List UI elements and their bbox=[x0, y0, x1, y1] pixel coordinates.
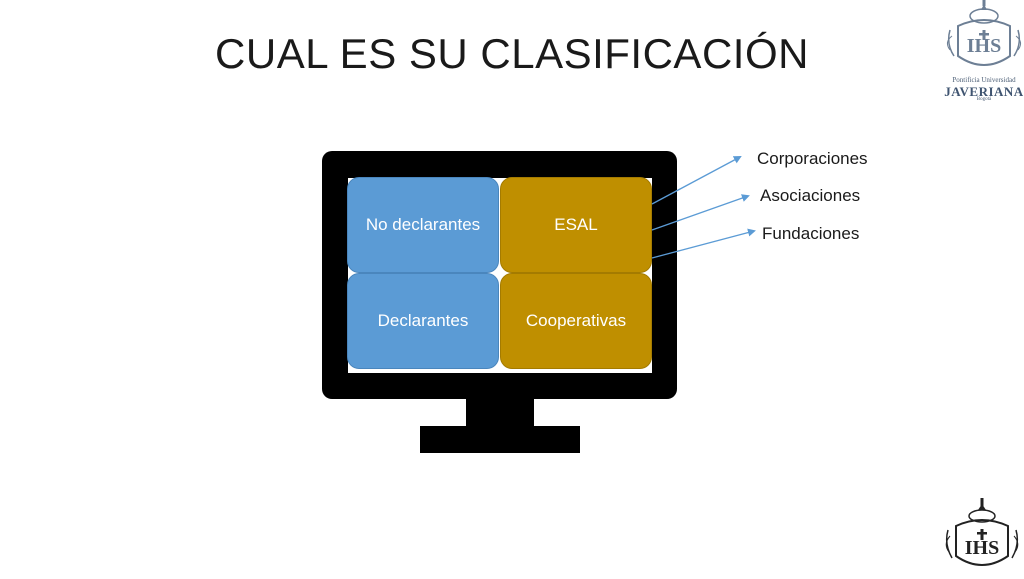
logo-line-2: JAVERIANA bbox=[944, 84, 1024, 99]
arrow-to-corporaciones bbox=[651, 156, 742, 205]
svg-text:IHS: IHS bbox=[967, 35, 1001, 57]
javeriana-logo: IHS Pontificia Universidad JAVERIANA Bog… bbox=[944, 0, 1024, 104]
tile-cooperativas: Cooperativas bbox=[500, 273, 652, 369]
crest-icon: IHS bbox=[946, 0, 1022, 66]
slide-title: CUAL ES SU CLASIFICACIÓN bbox=[215, 30, 809, 77]
tile-no-declarantes: No declarantes bbox=[347, 177, 499, 273]
svg-text:IHS: IHS bbox=[965, 537, 999, 559]
tile-declarantes: Declarantes bbox=[347, 273, 499, 369]
tile-no-declarantes-label: No declarantes bbox=[365, 215, 481, 234]
tile-declarantes-label: Declarantes bbox=[377, 311, 469, 330]
crest-icon: IHS bbox=[945, 498, 1019, 566]
arrow-to-asociaciones bbox=[651, 194, 750, 231]
logo-line-1: Pontificia Universidad bbox=[952, 76, 1016, 84]
tile-esal: ESAL bbox=[500, 177, 652, 273]
monitor-base bbox=[420, 426, 580, 453]
label-corporaciones: Corporaciones bbox=[757, 149, 868, 168]
monitor-neck bbox=[466, 398, 534, 428]
arrow-to-fundaciones bbox=[651, 228, 756, 259]
logo-line-3: Bogotá bbox=[976, 97, 992, 102]
tile-esal-label: ESAL bbox=[554, 215, 598, 234]
javeriana-crest-bottom: IHS bbox=[944, 498, 1020, 574]
label-fundaciones: Fundaciones bbox=[762, 224, 860, 243]
tile-cooperativas-label: Cooperativas bbox=[525, 311, 627, 330]
label-asociaciones: Asociaciones bbox=[760, 186, 861, 205]
